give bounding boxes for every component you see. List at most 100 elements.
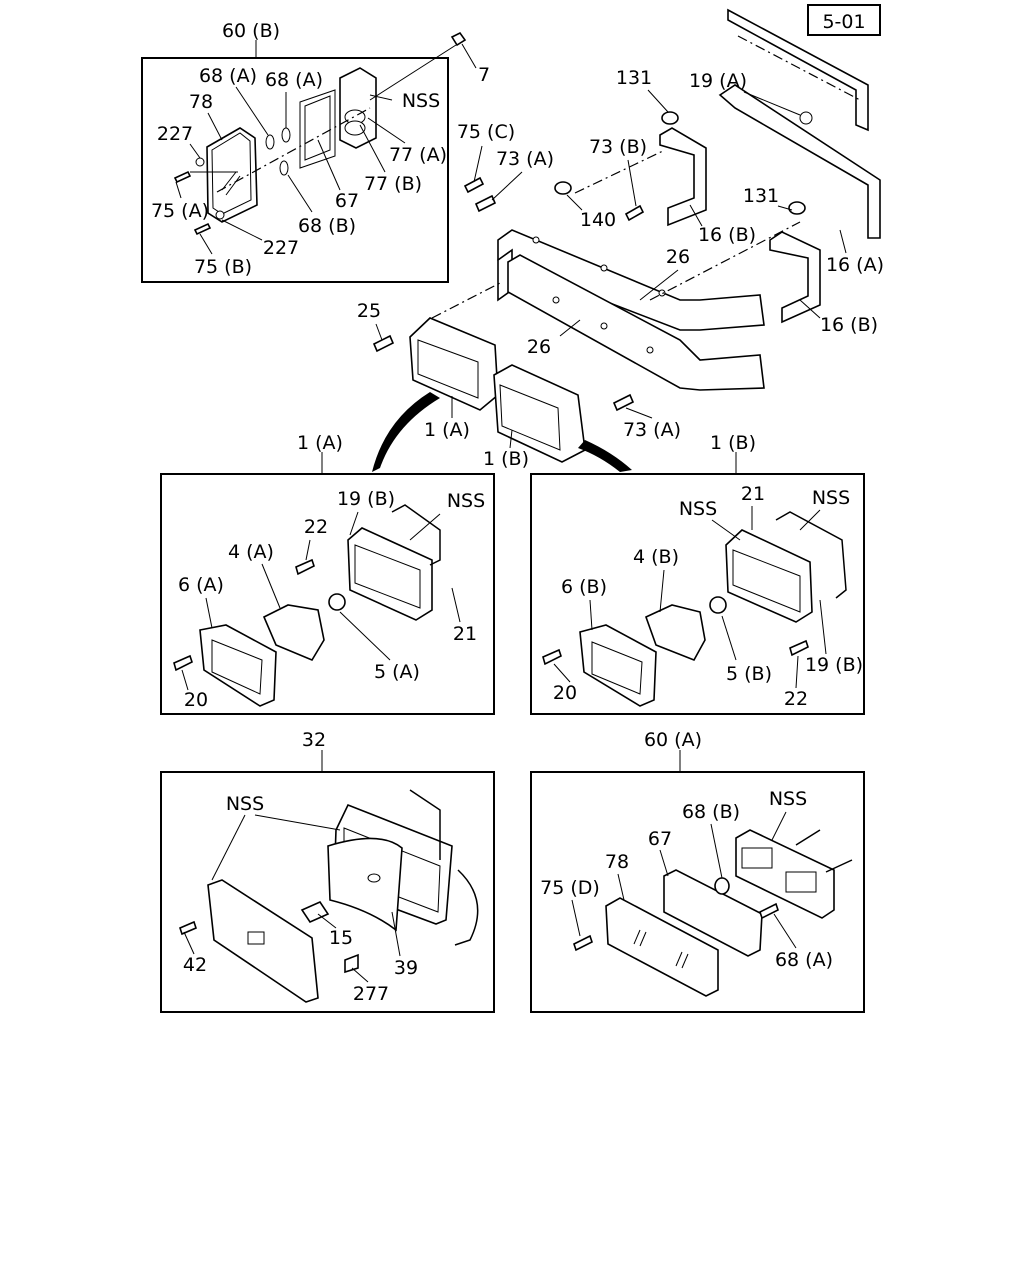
callout-nss-60a: NSS (769, 788, 807, 810)
callout-75a: 75 (A) (151, 200, 209, 222)
panel-60b-title: 60 (B) (222, 20, 280, 42)
panel-1a: 1 (A) (160, 432, 495, 715)
callout-nss-1a: NSS (447, 490, 485, 512)
bracket-39 (327, 837, 403, 932)
callout-20-b: 20 (553, 682, 577, 704)
bolt-73a-1 (474, 194, 497, 213)
callout-22-a: 22 (304, 516, 328, 538)
callout-6a: 6 (A) (178, 574, 224, 596)
callout-75b: 75 (B) (194, 256, 252, 278)
washer-140 (554, 181, 572, 195)
callout-277: 277 (353, 983, 389, 1005)
callout-73a-1: 73 (A) (496, 148, 554, 170)
panel-32-title: 32 (302, 729, 326, 751)
callout-4b: 4 (B) (633, 546, 679, 568)
bulb-68b (714, 877, 730, 895)
bulb-cover-4b (645, 604, 706, 662)
callout-75d: 75 (D) (540, 877, 600, 899)
callout-22-b: 22 (784, 688, 808, 710)
callout-77a: 77 (A) (389, 144, 447, 166)
bulb-5a (328, 593, 346, 611)
callout-140: 140 (580, 209, 616, 231)
callout-73a-2: 73 (A) (623, 419, 681, 441)
frame-26-lower (507, 254, 765, 391)
callout-75c: 75 (C) (457, 121, 515, 143)
callout-21-b: 21 (741, 483, 765, 505)
bolt-7 (450, 31, 467, 47)
callout-68b: 68 (B) (298, 215, 356, 237)
callout-19b-b: 19 (B) (805, 654, 863, 676)
callout-5a: 5 (A) (374, 661, 420, 683)
panel-60a: 60 (A) (530, 729, 865, 1013)
bulb-15 (300, 900, 330, 924)
bolt-73b (624, 204, 645, 222)
callout-42: 42 (183, 954, 207, 976)
housing-1a (347, 527, 433, 621)
nut-131-1 (661, 111, 679, 125)
part-277 (344, 953, 359, 974)
callout-nss-1b-1: NSS (679, 498, 717, 520)
callout-6b: 6 (B) (561, 576, 607, 598)
callout-78: 78 (189, 91, 213, 113)
callout-25: 25 (357, 300, 381, 322)
housing-60a (735, 829, 835, 919)
callout-73b: 73 (B) (589, 136, 647, 158)
callout-68a-1: 68 (A) (199, 65, 257, 87)
lens-78-a (605, 897, 719, 997)
rim-6b (579, 624, 657, 707)
callout-68a-60a: 68 (A) (775, 949, 833, 971)
rim-6a (199, 624, 277, 707)
callout-1b: 1 (B) (483, 448, 529, 470)
panel-60a-title: 60 (A) (644, 729, 702, 751)
headlamp-1a (409, 317, 499, 411)
housing-60b (339, 67, 377, 149)
panel-1b: 1 (B) (530, 432, 865, 715)
panel-1a-title: 1 (A) (297, 432, 343, 454)
callout-20-a: 20 (184, 689, 208, 711)
main-assembly (369, 8, 881, 472)
gasket-67-a (663, 869, 763, 957)
callout-nss-1b-2: NSS (812, 487, 850, 509)
callout-1a: 1 (A) (424, 419, 470, 441)
callout-68a-2: 68 (A) (265, 69, 323, 91)
lens-78 (206, 127, 258, 223)
bolt-73a-2 (612, 393, 635, 412)
callout-68b-60a: 68 (B) (682, 801, 740, 823)
callout-131-2: 131 (743, 185, 779, 207)
bolt-75c (463, 176, 485, 194)
callout-5b: 5 (B) (726, 663, 772, 685)
callout-16a: 16 (A) (826, 254, 884, 276)
page-ref: 5-01 (822, 11, 865, 33)
bracket-upper (727, 8, 869, 132)
arrow-to-1b (578, 440, 632, 472)
callout-4a: 4 (A) (228, 541, 274, 563)
bulb-68a (759, 902, 779, 920)
callout-131-1: 131 (616, 67, 652, 89)
panel-32: 32 (160, 729, 495, 1013)
callout-26-1: 26 (666, 246, 690, 268)
callout-21-a: 21 (453, 623, 477, 645)
callouts: 68 (A) 68 (A) 78 227 75 (A) 75 (B) 227 6… (151, 64, 884, 1005)
callout-227-b: 227 (263, 237, 299, 259)
callout-78-60a: 78 (605, 851, 629, 873)
bulb-cover-4a (262, 604, 325, 662)
callout-16b-2: 16 (B) (820, 314, 878, 336)
callout-16b-1: 16 (B) (698, 224, 756, 246)
callout-26-2: 26 (527, 336, 551, 358)
callout-nss-60b: NSS (402, 90, 440, 112)
callout-67: 67 (335, 190, 359, 212)
bracket-16b-1 (659, 127, 707, 227)
callout-19b-a: 19 (B) (337, 488, 395, 510)
leader-lines (175, 43, 847, 983)
arrow-to-1a (372, 392, 440, 472)
callout-nss-32: NSS (226, 793, 264, 815)
panel-60b: 60 (B) (141, 20, 449, 283)
callout-227-a: 227 (157, 123, 193, 145)
bracket-16b-2 (769, 231, 821, 324)
lamp-32 (207, 879, 319, 1003)
bulb-5b (709, 596, 727, 614)
page-ref-box (807, 4, 881, 36)
callout-39: 39 (394, 957, 418, 979)
panel-1b-title: 1 (B) (710, 432, 756, 454)
